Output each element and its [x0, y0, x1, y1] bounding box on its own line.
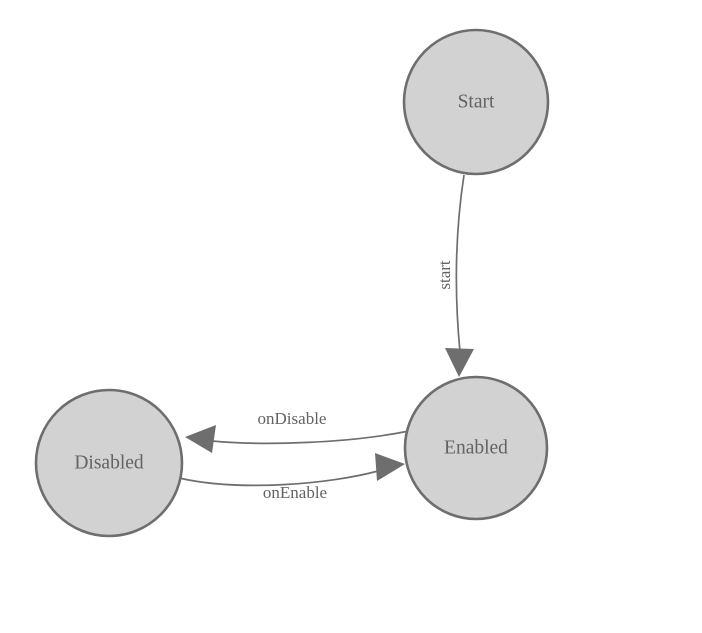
edge-path-start-to-enabled	[455, 174, 465, 353]
node-start-label: Start	[458, 91, 495, 112]
node-start[interactable]: Start	[402, 28, 550, 176]
arrowhead-start-to-enabled	[445, 348, 474, 377]
node-enabled[interactable]: Enabled	[403, 375, 549, 521]
node-disabled-label: Disabled	[74, 452, 144, 473]
arrowhead-disabled-to-enabled	[375, 453, 405, 481]
edge-enabled-to-disabled[interactable]: onDisable	[185, 409, 410, 453]
node-disabled-circle	[34, 388, 184, 538]
edge-start-to-enabled[interactable]: start	[435, 174, 474, 377]
edge-label-onenable: onEnable	[263, 483, 327, 502]
edge-label-ondisable: onDisable	[258, 409, 327, 428]
arrowhead-enabled-to-disabled	[185, 425, 216, 453]
node-start-circle	[402, 28, 550, 176]
node-enabled-circle	[403, 375, 549, 521]
edge-path-disabled-to-enabled	[178, 470, 379, 487]
edge-disabled-to-enabled[interactable]: onEnable	[178, 453, 405, 502]
node-enabled-label: Enabled	[444, 437, 508, 458]
node-disabled[interactable]: Disabled	[34, 388, 184, 538]
edge-path-enabled-to-disabled	[211, 430, 410, 445]
node-group: Start Enabled Disabled	[34, 28, 550, 538]
edge-label-start: start	[435, 260, 454, 290]
edge-group: start onDisable onEnable	[178, 174, 474, 502]
